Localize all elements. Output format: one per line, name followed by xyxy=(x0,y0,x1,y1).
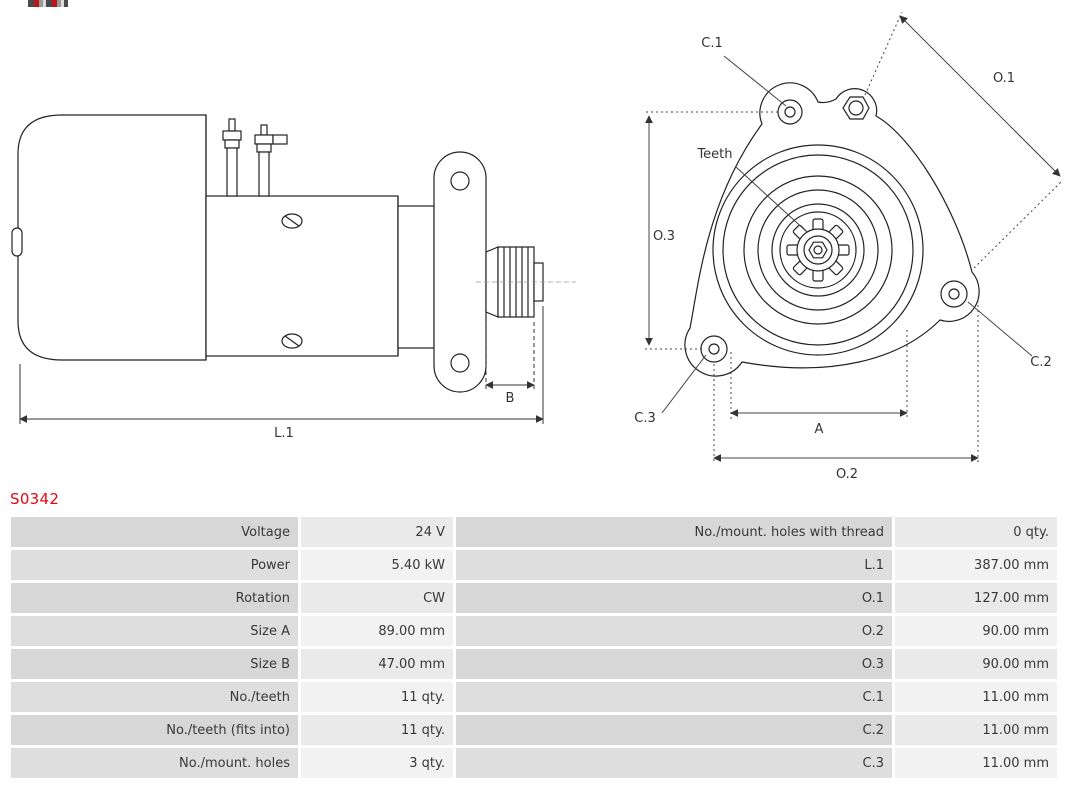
spec-label-left: Voltage xyxy=(11,517,298,547)
drive-end-bracket xyxy=(397,151,487,393)
side-view-drawing: B L.1 xyxy=(11,114,576,441)
spec-label-left: Size B xyxy=(11,649,298,679)
spec-value-left: 11 qty. xyxy=(301,715,453,745)
thread-boss xyxy=(842,96,870,120)
spec-label-right: C.2 xyxy=(456,715,892,745)
spec-row: Rotation CW O.1 127.00 mm xyxy=(11,583,1057,613)
spec-row: Size A 89.00 mm O.2 90.00 mm xyxy=(11,616,1057,646)
leader-c1 xyxy=(723,55,787,107)
dimension-b xyxy=(485,322,535,392)
rear-housing xyxy=(11,114,207,361)
spec-table-body: Voltage 24 V No./mount. holes with threa… xyxy=(11,517,1057,778)
spec-label-left: No./teeth xyxy=(11,682,298,712)
dim-label-o2: O.2 xyxy=(836,467,858,482)
dim-label-a: A xyxy=(815,422,824,437)
spec-row: Voltage 24 V No./mount. holes with threa… xyxy=(11,517,1057,547)
dim-label-c1: C.1 xyxy=(701,36,722,51)
spec-row: Size B 47.00 mm O.3 90.00 mm xyxy=(11,649,1057,679)
dim-label-o1: O.1 xyxy=(993,71,1015,86)
spec-label-left: Power xyxy=(11,550,298,580)
spec-row: No./teeth (fits into) 11 qty. C.2 11.00 … xyxy=(11,715,1057,745)
spec-value-right: 0 qty. xyxy=(895,517,1057,547)
mount-hole-c3 xyxy=(700,335,728,363)
brand-logo-sliver-icon xyxy=(28,0,68,7)
spec-label-right: O.1 xyxy=(456,583,892,613)
spec-value-left: 3 qty. xyxy=(301,748,453,778)
pinion-teeth xyxy=(786,218,850,282)
spec-label-left: No./mount. holes xyxy=(11,748,298,778)
spec-value-right: 90.00 mm xyxy=(895,649,1057,679)
spec-value-right: 11.00 mm xyxy=(895,682,1057,712)
spec-label-right: L.1 xyxy=(456,550,892,580)
spec-label-left: Size A xyxy=(11,616,298,646)
dim-label-b: B xyxy=(506,391,515,406)
spec-value-right: 90.00 mm xyxy=(895,616,1057,646)
spec-value-left: CW xyxy=(301,583,453,613)
spec-value-left: 5.40 kW xyxy=(301,550,453,580)
dim-label-l1: L.1 xyxy=(274,426,294,441)
housing-circles xyxy=(712,144,924,356)
dimension-a xyxy=(730,330,908,420)
spec-label-right: C.1 xyxy=(456,682,892,712)
dimension-o2 xyxy=(713,300,979,464)
spec-label-right: O.3 xyxy=(456,649,892,679)
mount-hole-c2 xyxy=(940,280,968,308)
spec-label-left: Rotation xyxy=(11,583,298,613)
front-view-drawing: C.1 O.1 Teeth O.3 C.3 C.2 A O.2 xyxy=(634,11,1064,482)
leader-c2 xyxy=(967,301,1033,357)
dim-label-o3: O.3 xyxy=(653,229,675,244)
dim-label-c2: C.2 xyxy=(1030,355,1051,370)
part-number: S0342 xyxy=(10,490,60,508)
mount-hole-c1 xyxy=(777,99,803,125)
dimension-o3 xyxy=(644,111,778,350)
spec-label-right: C.3 xyxy=(456,748,892,778)
spec-label-right: O.2 xyxy=(456,616,892,646)
terminal-studs xyxy=(222,118,288,197)
dimension-o1 xyxy=(864,11,1064,269)
spec-value-right: 387.00 mm xyxy=(895,550,1057,580)
spec-value-left: 11 qty. xyxy=(301,682,453,712)
housing-screws xyxy=(281,213,303,349)
spec-row: No./teeth 11 qty. C.1 11.00 mm xyxy=(11,682,1057,712)
dim-label-c3: C.3 xyxy=(634,411,655,426)
dim-label-teeth: Teeth xyxy=(696,147,732,162)
spec-label-left: No./teeth (fits into) xyxy=(11,715,298,745)
spec-row: No./mount. holes 3 qty. C.3 11.00 mm xyxy=(11,748,1057,778)
spec-value-left: 47.00 mm xyxy=(301,649,453,679)
spec-row: Power 5.40 kW L.1 387.00 mm xyxy=(11,550,1057,580)
technical-drawings: B L.1 xyxy=(11,11,1064,482)
spec-value-right: 11.00 mm xyxy=(895,748,1057,778)
spec-label-right: No./mount. holes with thread xyxy=(456,517,892,547)
leader-teeth xyxy=(735,166,808,233)
spec-value-left: 89.00 mm xyxy=(301,616,453,646)
spec-value-right: 11.00 mm xyxy=(895,715,1057,745)
spec-value-right: 127.00 mm xyxy=(895,583,1057,613)
spec-value-left: 24 V xyxy=(301,517,453,547)
spec-table: Voltage 24 V No./mount. holes with threa… xyxy=(8,514,1060,781)
dimension-l1 xyxy=(19,306,544,424)
leader-c3 xyxy=(661,354,707,414)
